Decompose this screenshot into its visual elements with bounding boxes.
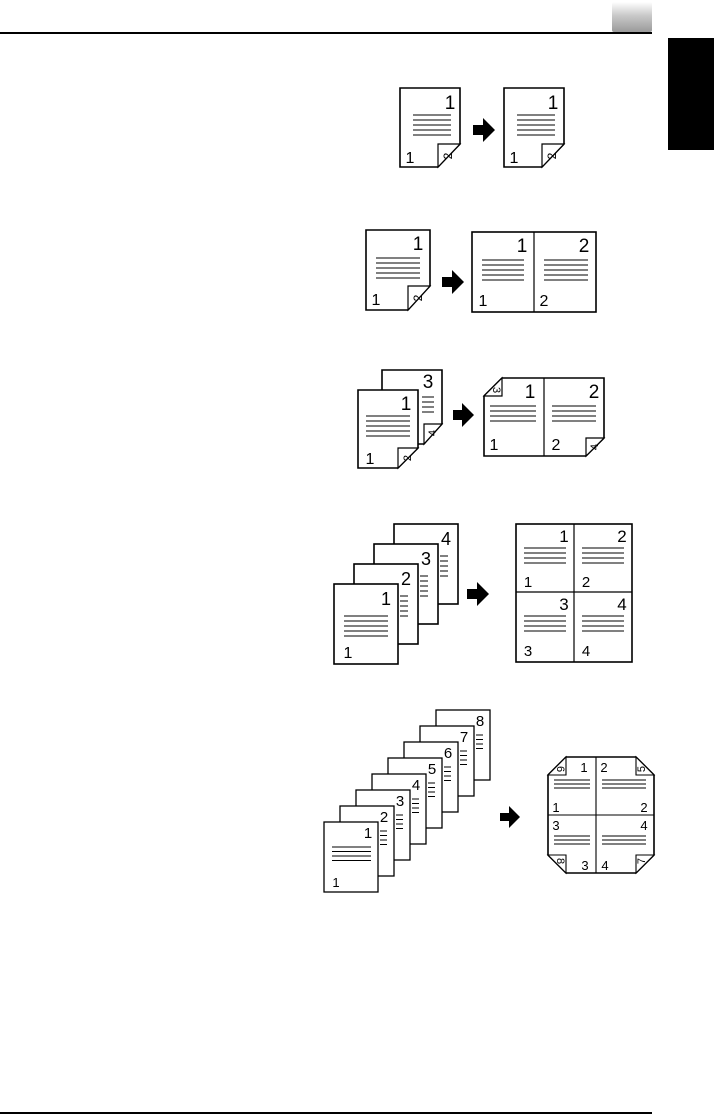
folded-corner-number: 7 — [636, 858, 648, 864]
page-number-top: 4 — [617, 595, 626, 614]
page-number-top: 1 — [381, 589, 391, 609]
header-page-tab — [612, 2, 652, 32]
right-arrow-icon — [473, 118, 495, 142]
figure-2: 1 1 2 1 2 1 2 — [365, 229, 597, 313]
page-number-top: 8 — [476, 713, 484, 730]
page-number-top: 4 — [640, 818, 647, 833]
right-arrow-icon — [453, 403, 474, 427]
original-page: 1 1 2 — [399, 87, 462, 169]
page-number-top: 2 — [589, 382, 600, 403]
page-number-bottom: 1 — [490, 437, 499, 454]
folded-corner-number: 6 — [554, 766, 566, 772]
figure-3: 3 4 1 1 2 1 2 1 2 3 4 — [357, 369, 606, 470]
page-number-bottom: 1 — [524, 574, 532, 591]
page-number-top: 3 — [552, 818, 559, 833]
page-number-bottom: 1 — [552, 800, 559, 815]
page-number-top: 2 — [380, 809, 388, 826]
page-number-bottom: 1 — [372, 292, 381, 309]
right-arrow-icon — [467, 582, 489, 606]
page-number-top: 1 — [559, 527, 568, 546]
page-number-top: 1 — [413, 234, 424, 255]
page-number-bottom: 1 — [479, 293, 488, 310]
folded-corner-number: 3 — [490, 387, 502, 393]
page-number-bottom: 2 — [552, 437, 561, 454]
page-number-top: 1 — [517, 236, 528, 257]
original-page: 11 — [333, 583, 399, 665]
result-sheet: 1 2 1 2 3 4 — [482, 376, 606, 458]
page-number-bottom: 3 — [524, 643, 532, 660]
page-number-bottom: 1 — [366, 451, 375, 468]
original-page-front: 1 1 2 — [357, 389, 420, 470]
page-number-top: 3 — [421, 549, 431, 569]
page-number-top: 1 — [525, 382, 536, 403]
page-number-top: 2 — [600, 760, 607, 775]
page-number-top: 6 — [444, 745, 452, 762]
page-number-bottom: 1 — [406, 150, 415, 167]
right-arrow-icon — [442, 270, 464, 294]
chapter-side-tab — [668, 38, 714, 150]
page-number-bottom: 2 — [582, 574, 590, 591]
page-number-top: 1 — [580, 760, 587, 775]
page-number-bottom: 1 — [344, 645, 353, 662]
folded-corner-number: 2 — [441, 152, 455, 159]
page-number-top: 1 — [401, 394, 412, 415]
page-number-top: 3 — [559, 595, 568, 614]
page-number-top: 4 — [412, 777, 420, 794]
header-rule — [0, 32, 652, 34]
page-number-bottom: 4 — [582, 643, 590, 660]
page-number-bottom: 3 — [581, 858, 588, 873]
page-number-top: 1 — [364, 825, 372, 842]
page-number-bottom: 2 — [640, 800, 647, 815]
footer-rule — [0, 1112, 652, 1114]
page-number-top: 4 — [441, 529, 451, 549]
right-arrow-icon — [500, 806, 520, 828]
folded-corner-number: 2 — [402, 455, 414, 461]
page-number-top: 3 — [396, 793, 404, 810]
page-number-bottom: 4 — [601, 858, 608, 873]
folded-corner-number: 2 — [545, 152, 559, 159]
folded-corner-number: 2 — [411, 294, 425, 301]
page-number-top: 1 — [445, 93, 456, 114]
page-number-top: 2 — [617, 527, 626, 546]
page-number-top: 5 — [428, 761, 436, 778]
page-number-top: 2 — [401, 569, 411, 589]
page-number-bottom: 1 — [510, 150, 519, 167]
page-number-top: 2 — [579, 236, 590, 257]
figure-1: 1 1 2 1 1 2 — [399, 87, 566, 169]
original-page: 1 1 2 — [365, 229, 432, 312]
page-number-bottom: 1 — [332, 875, 339, 890]
folded-corner-number: 8 — [554, 858, 566, 864]
result-page: 1 1 2 — [503, 87, 566, 169]
page-number-top: 3 — [423, 372, 434, 393]
folded-corner-number: 4 — [589, 444, 601, 450]
result-sheet: 1 2 1 2 — [471, 231, 597, 313]
result-sheet: 1 2 3 4 1 2 3 4 — [515, 523, 633, 663]
folded-corner-number: 5 — [636, 766, 648, 772]
result-sheet: 1 2 3 4 1 2 3 4 6 5 8 7 — [546, 755, 656, 875]
page-number-top: 7 — [460, 729, 468, 746]
page-number-top: 1 — [548, 93, 559, 114]
page-number-bottom: 2 — [540, 293, 549, 310]
original-page: 11 — [323, 821, 379, 893]
folded-corner-number: 4 — [427, 430, 439, 436]
